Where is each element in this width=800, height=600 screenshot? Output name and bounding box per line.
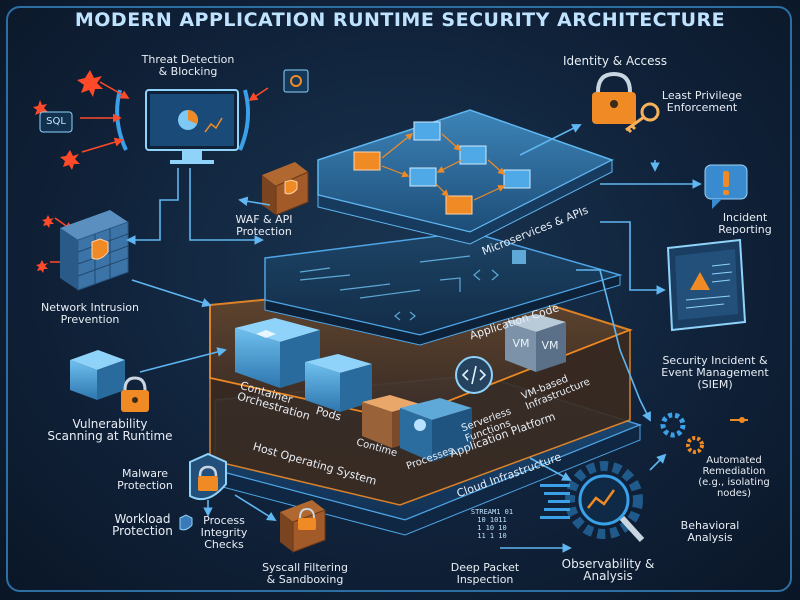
behavioral-analysis-label: Behavioral Analysis	[680, 519, 740, 544]
vulnerability-cube	[70, 350, 149, 412]
settings-box	[283, 69, 309, 93]
waf-wall	[262, 162, 309, 216]
lock-key	[592, 71, 660, 134]
vulnerability-scanning-label: Vulnerability Scanning at Runtime	[47, 417, 173, 443]
sql-text: SQL	[46, 116, 66, 127]
microservice-nodes	[353, 121, 531, 215]
microservices-layer	[317, 109, 614, 245]
data-bars	[540, 484, 570, 519]
firewall-wall	[60, 210, 129, 291]
malware-protection-label: Malware Protection	[117, 467, 173, 492]
vm-cube	[505, 314, 566, 372]
observability-gear	[565, 461, 645, 543]
deep-packet-label: Deep Packet Inspection	[450, 561, 520, 586]
alert-bubble	[704, 164, 748, 209]
identity-access-label: Identity & Access	[562, 54, 668, 68]
syscall-wall	[280, 500, 326, 553]
application-code-layer	[264, 231, 623, 346]
platform-cubes	[235, 314, 566, 462]
remediation-gears	[660, 412, 748, 454]
serverless-icon-group	[455, 356, 493, 394]
sql-badge	[39, 111, 73, 133]
least-privilege-label: Least Privilege Enforcement	[661, 89, 743, 114]
vm-badge-left: VM	[512, 337, 530, 350]
workload-protection-label: Workload Protection	[112, 512, 173, 538]
pods-cube	[305, 354, 372, 412]
threat-monitor	[115, 89, 251, 164]
siem-monitor	[666, 238, 747, 332]
workload-shield	[179, 452, 227, 531]
processes-box	[400, 398, 472, 462]
threat-detection-label: Threat Detection & Blocking	[141, 53, 235, 78]
threat-bursts	[33, 70, 103, 273]
incident-reporting-label: Incident Reporting	[718, 211, 772, 236]
page-title: MODERN APPLICATION RUNTIME SECURITY ARCH…	[74, 9, 726, 31]
vm-badge-right: VM	[541, 339, 559, 352]
automated-remediation-label: Automated Remediation (e.g., isolating n…	[698, 455, 770, 499]
syscall-filtering-label: Syscall Filtering & Sandboxing	[262, 561, 348, 586]
network-intrusion-label: Network Intrusion Prevention	[41, 301, 139, 326]
data-stream-text: STREAM1 01 10 1011 1 10 10 11 1 10	[470, 508, 514, 540]
waf-api-label: WAF & API Protection	[235, 213, 293, 238]
observability-label: Observability & Analysis	[561, 557, 655, 583]
process-integrity-label: Process Integrity Checks	[200, 514, 248, 551]
siem-label: Security Incident & Event Management (SI…	[661, 354, 769, 391]
